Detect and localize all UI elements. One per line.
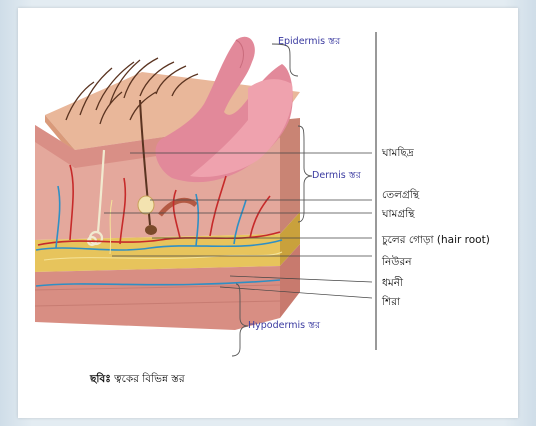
label-vein: শিরা bbox=[382, 296, 400, 308]
label-artery: ধমনী bbox=[382, 277, 403, 289]
dermis-layer-label: Dermis স্তর bbox=[312, 170, 361, 182]
figure-caption: ছবিঃ ত্বকের বিভিন্ন স্তর bbox=[90, 372, 185, 389]
label-sweat-gland: ঘামগ্রন্থি bbox=[382, 208, 414, 220]
caption-prefix: ছবিঃ bbox=[90, 373, 111, 385]
label-oil-gland: তেলগ্রন্থি bbox=[382, 189, 419, 201]
epidermis-layer-label: Epidermis স্তর bbox=[278, 36, 340, 48]
label-sweat-pore: ঘামছিদ্র bbox=[382, 147, 414, 159]
hypodermis-layer-label: Hypodermis স্তর bbox=[248, 320, 320, 332]
fat-front-face bbox=[35, 266, 280, 330]
label-hair-root: চুলের গোড়া (hair root) bbox=[382, 234, 490, 246]
label-neuron: নিউরন bbox=[382, 256, 412, 268]
caption-text: ত্বকের বিভিন্ন স্তর bbox=[114, 373, 184, 385]
